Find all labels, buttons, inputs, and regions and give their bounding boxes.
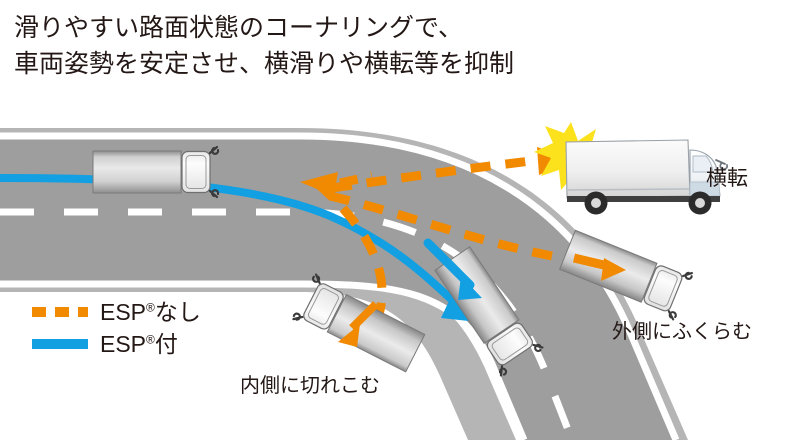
road-surface — [0, 136, 676, 440]
legend-label-esp-on: ESP®付 — [100, 330, 178, 357]
caption-run-wide: 外側にふくらむ — [612, 321, 752, 343]
legend-esp-suffix-2: 付 — [154, 330, 178, 357]
registered-mark-1: ® — [146, 299, 155, 314]
truck-entering — [91, 145, 220, 199]
legend-label-esp-off: ESP®なし — [100, 298, 201, 325]
road-edge-line-outer — [0, 132, 680, 440]
esp-off-inner-path — [315, 180, 387, 348]
legend-swatch-solid-blue — [30, 333, 92, 355]
caption-cut-inside: 内側に切れこむ — [240, 375, 380, 397]
esp-off-outer-path — [328, 191, 553, 261]
title-line-2: 車両姿勢を安定させ、横滑りや横転等を抑制 — [14, 50, 515, 78]
legend-item-esp-off: ESP®なし — [30, 296, 260, 328]
legend-esp-text-1: ESP — [100, 298, 147, 325]
legend-swatch-dashed-orange — [30, 301, 92, 323]
inner-arrow — [338, 301, 379, 347]
truck-rollover — [565, 139, 728, 215]
title-line-1: 滑りやすい路面状態のコーナリングで、 — [14, 14, 464, 42]
outer-arrow — [572, 253, 626, 281]
caption-rollover: 横転 — [706, 167, 748, 190]
legend-esp-suffix-1: なし — [154, 298, 201, 325]
legend-item-esp-on: ESP®付 — [30, 328, 260, 360]
esp-off-apex-arrow — [300, 171, 373, 196]
page-title: 滑りやすい路面状態のコーナリングで、 車両姿勢を安定させ、横滑りや横転等を抑制 — [14, 10, 784, 82]
esp-on-arrow — [423, 238, 482, 300]
legend-esp-text-2: ESP — [100, 330, 147, 357]
registered-mark-2: ® — [146, 331, 155, 346]
road-shoulder-bottom — [0, 262, 516, 440]
legend: ESP®なし ESP®付 — [30, 296, 260, 360]
